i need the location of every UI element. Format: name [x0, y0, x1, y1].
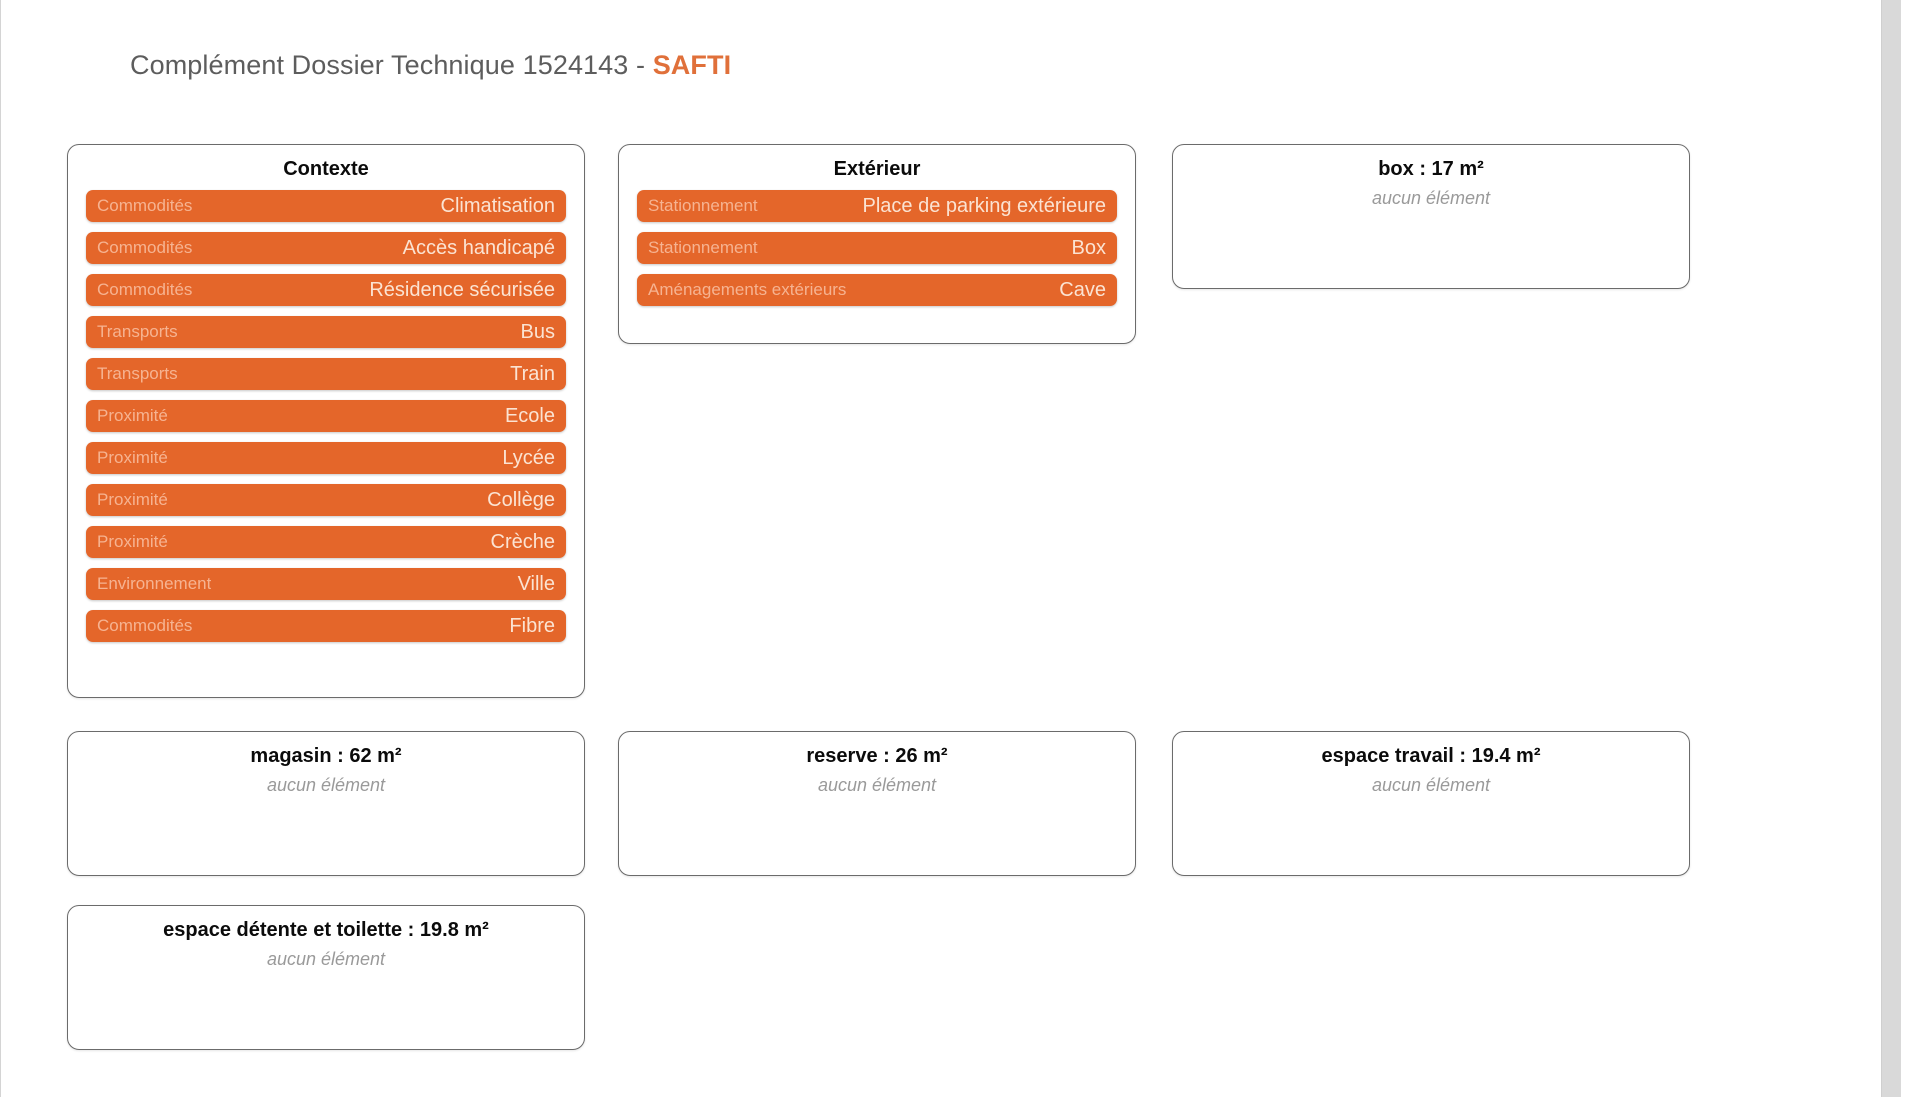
- attribute-value: Bus: [520, 320, 555, 343]
- card-title: Extérieur: [833, 158, 921, 180]
- attribute-value: Train: [510, 362, 555, 385]
- card-title: box : 17 m²: [1378, 158, 1484, 180]
- attribute-value: Box: [1071, 236, 1106, 259]
- attribute-row[interactable]: Proximité Ecole: [86, 400, 566, 432]
- attribute-category: Stationnement: [648, 238, 758, 257]
- card-magasin[interactable]: magasin : 62 m² aucun élément: [67, 731, 585, 876]
- attribute-row[interactable]: Proximité Collège: [86, 484, 566, 516]
- attribute-category: Commodités: [97, 616, 193, 635]
- card-empty-message: aucun élément: [1371, 775, 1491, 795]
- attribute-category: Environnement: [97, 574, 212, 593]
- attribute-row[interactable]: Commodités Résidence sécurisée: [86, 274, 566, 306]
- card-espace-detente-toilette[interactable]: espace détente et toilette : 19.8 m² auc…: [67, 905, 585, 1050]
- card-rows: Stationnement Place de parking extérieur…: [619, 190, 1135, 322]
- attribute-value: Fibre: [509, 614, 555, 637]
- attribute-value: Ville: [517, 572, 555, 595]
- attribute-value: Accès handicapé: [402, 236, 555, 259]
- card-title: espace détente et toilette : 19.8 m²: [163, 919, 489, 941]
- attribute-value: Climatisation: [440, 194, 555, 217]
- attribute-category: Stationnement: [648, 196, 758, 215]
- attribute-category: Proximité: [97, 448, 168, 467]
- attribute-value: Collège: [487, 488, 555, 511]
- card-reserve[interactable]: reserve : 26 m² aucun élément: [618, 731, 1136, 876]
- attribute-category: Commodités: [97, 238, 193, 257]
- card-title: espace travail : 19.4 m²: [1321, 745, 1541, 767]
- card-empty-message: aucun élément: [266, 949, 386, 969]
- card-title: Contexte: [283, 158, 369, 180]
- attribute-row[interactable]: Transports Train: [86, 358, 566, 390]
- attribute-value: Ecole: [504, 404, 555, 427]
- attribute-row[interactable]: Proximité Lycée: [86, 442, 566, 474]
- attribute-category: Transports: [97, 364, 178, 383]
- card-espace-travail[interactable]: espace travail : 19.4 m² aucun élément: [1172, 731, 1690, 876]
- attribute-row[interactable]: Proximité Crèche: [86, 526, 566, 558]
- card-empty-message: aucun élément: [1371, 188, 1491, 208]
- attribute-row[interactable]: Commodités Fibre: [86, 610, 566, 642]
- attribute-value: Place de parking extérieure: [862, 194, 1106, 217]
- card-empty-message: aucun élément: [817, 775, 937, 795]
- attribute-category: Commodités: [97, 196, 193, 215]
- attribute-value: Crèche: [490, 530, 555, 553]
- attribute-category: Proximité: [97, 406, 168, 425]
- card-rows: Commodités Climatisation Commodités Accè…: [68, 190, 584, 658]
- attribute-category: Proximité: [97, 532, 168, 551]
- attribute-row[interactable]: Aménagements extérieurs Cave: [637, 274, 1117, 306]
- attribute-value: Lycée: [502, 446, 555, 469]
- page-title: Complément Dossier Technique 1524143 - S…: [130, 50, 731, 81]
- brand-label: SAFTI: [652, 50, 732, 80]
- attribute-row[interactable]: Stationnement Place de parking extérieur…: [637, 190, 1117, 222]
- attribute-row[interactable]: Transports Bus: [86, 316, 566, 348]
- attribute-row[interactable]: Stationnement Box: [637, 232, 1117, 264]
- attribute-row[interactable]: Environnement Ville: [86, 568, 566, 600]
- attribute-row[interactable]: Commodités Climatisation: [86, 190, 566, 222]
- attribute-category: Transports: [97, 322, 178, 341]
- card-title: magasin : 62 m²: [250, 745, 402, 767]
- card-box[interactable]: box : 17 m² aucun élément: [1172, 144, 1690, 289]
- attribute-category: Aménagements extérieurs: [648, 280, 847, 299]
- vertical-scrollbar[interactable]: [1881, 0, 1901, 1097]
- viewport-left-rule: [0, 0, 1, 1097]
- page-title-text: Complément Dossier Technique 1524143 -: [130, 50, 653, 80]
- attribute-value: Résidence sécurisée: [369, 278, 555, 301]
- attribute-row[interactable]: Commodités Accès handicapé: [86, 232, 566, 264]
- card-title: reserve : 26 m²: [806, 745, 948, 767]
- card-exterieur[interactable]: Extérieur Stationnement Place de parking…: [618, 144, 1136, 344]
- attribute-category: Proximité: [97, 490, 168, 509]
- attribute-value: Cave: [1059, 278, 1106, 301]
- card-contexte[interactable]: Contexte Commodités Climatisation Commod…: [67, 144, 585, 698]
- attribute-category: Commodités: [97, 280, 193, 299]
- card-empty-message: aucun élément: [266, 775, 386, 795]
